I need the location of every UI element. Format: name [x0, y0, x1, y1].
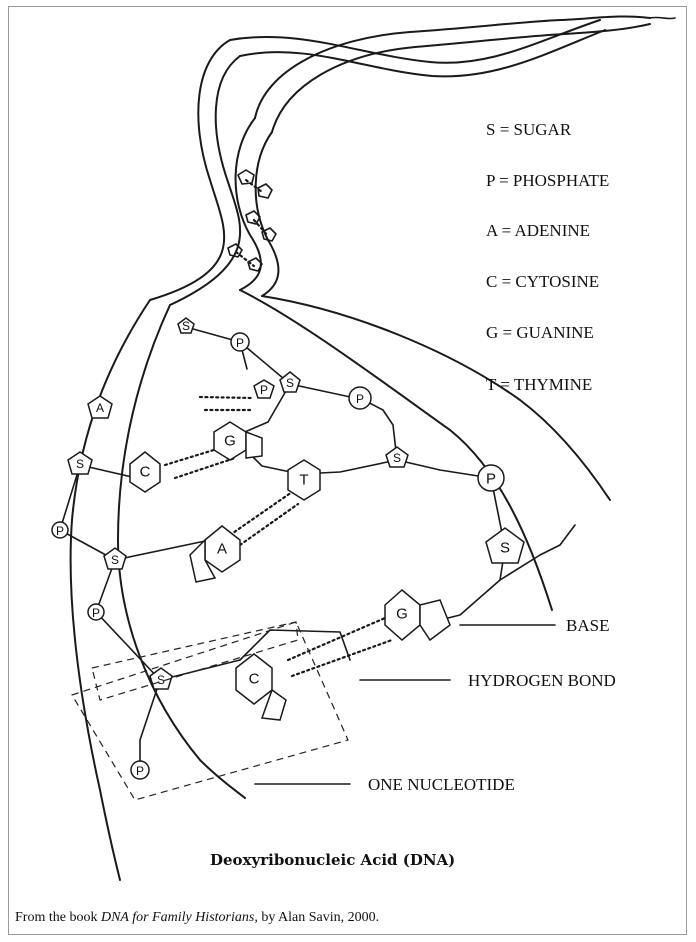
phosphate-symbol-3: P — [486, 471, 496, 488]
legend-item-cytosine: C = CYTOSINE — [486, 272, 599, 291]
sugar-symbol-7: S — [500, 540, 510, 557]
legend-item-sugar: S = SUGAR — [486, 120, 572, 139]
legend-item-phosphate: P = PHOSPHATE — [486, 171, 609, 190]
sugar-symbol-3: S — [393, 451, 401, 465]
sugar-symbol-6: S — [157, 673, 165, 687]
legend: S = SUGAR P = PHOSPHATE A = ADENINE C = … — [486, 120, 609, 394]
legend-item-thymine: T = THYMINE — [486, 375, 592, 394]
phosphate-symbol-2: P — [356, 392, 364, 406]
callout-hydrogen-bond: HYDROGEN BOND — [468, 671, 616, 690]
phosphate-symbol-6: P — [136, 764, 144, 778]
sugar-symbol-2: S — [286, 376, 294, 390]
legend-item-adenine: A = ADENINE — [486, 221, 590, 240]
hydrogen-bonds — [165, 397, 392, 676]
phosphate-symbol-5: P — [92, 606, 100, 620]
callout-leaders — [255, 625, 555, 784]
adenine-symbol: A — [217, 541, 227, 558]
phosphate-symbol-small: P — [260, 383, 268, 397]
nucleotide-boxes — [72, 622, 348, 800]
sugar-symbol-5: S — [111, 553, 119, 567]
thymine-symbol: T — [299, 472, 308, 489]
callout-one-nucleotide: ONE NUCLEOTIDE — [368, 775, 515, 794]
sugars — [68, 318, 524, 689]
credit-suffix: by Alan Savin, 2000. — [258, 910, 379, 925]
credit-prefix: From the book — [15, 910, 101, 925]
sugar-symbol-1: S — [182, 319, 190, 333]
guanine-symbol-lower: G — [396, 606, 408, 623]
helix-twist — [150, 16, 675, 305]
phosphate-symbol-1: P — [236, 336, 244, 350]
diagram-title: Deoxyribonucleic Acid (DNA) — [210, 851, 455, 869]
guanine-symbol: G — [224, 433, 236, 450]
bases — [88, 380, 450, 720]
legend-item-guanine: G = GUANINE — [486, 323, 594, 342]
adenine-symbol-small: A — [96, 401, 104, 415]
cytosine-symbol: C — [140, 464, 151, 481]
credit-book-title: DNA for Family Historians, — [101, 910, 258, 925]
credit-line: From the book DNA for Family Historians,… — [15, 910, 685, 926]
sugar-symbol-4: S — [76, 457, 84, 471]
callout-base: BASE — [566, 616, 609, 635]
cytosine-symbol-lower: C — [249, 671, 260, 688]
phosphate-symbol-4: P — [56, 524, 64, 538]
